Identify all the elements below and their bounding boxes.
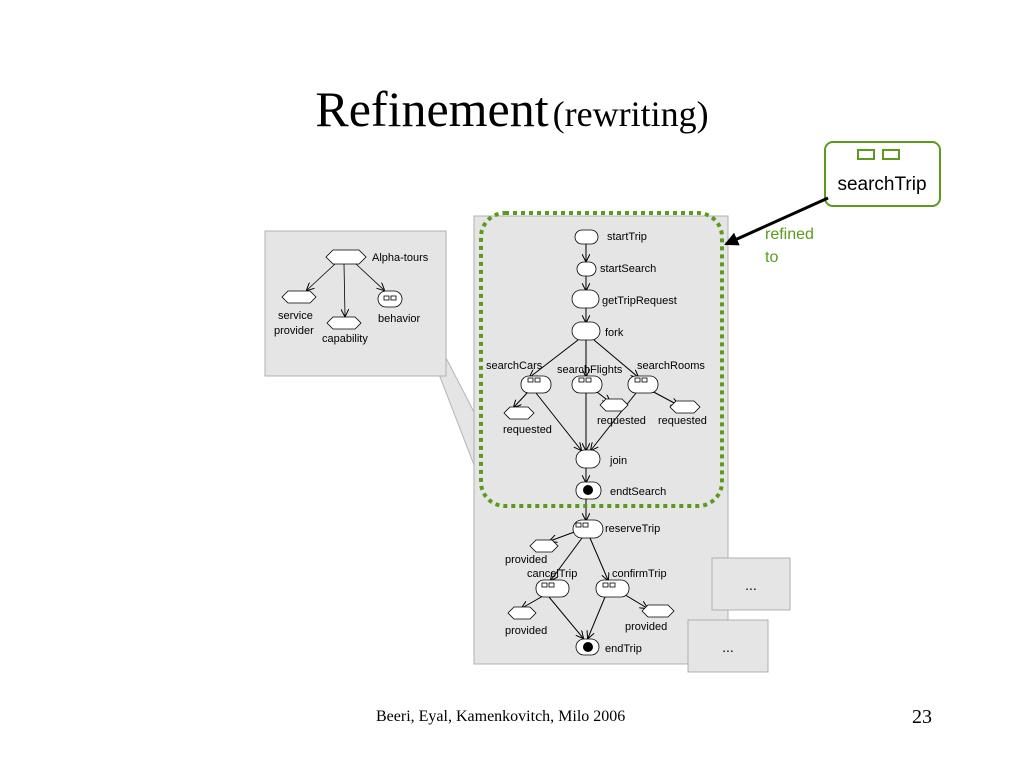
svg-text:endtSearch: endtSearch <box>610 486 666 498</box>
svg-text:confirmTrip: confirmTrip <box>612 568 667 580</box>
requested-rooms-node <box>669 400 701 414</box>
provided-confirm-node <box>641 604 675 618</box>
callout-icon-b <box>882 149 900 160</box>
behavior-icon-b <box>390 295 397 301</box>
svg-text:searchFlights: searchFlights <box>557 364 623 376</box>
svg-text:endTrip: endTrip <box>605 643 642 655</box>
behavior-label: behavior <box>378 313 421 325</box>
svg-text:getTripRequest: getTripRequest <box>602 295 677 307</box>
requested-cars-node <box>503 406 535 420</box>
footer-authors: Beeri, Eyal, Kamenkovitch, Milo 2006 <box>376 708 626 725</box>
edge-root-capability <box>344 263 345 316</box>
service-provider-node <box>281 290 317 304</box>
behavior-icon-a <box>383 295 390 301</box>
svg-text:requested: requested <box>658 415 707 427</box>
title-main: Refinement <box>315 81 549 137</box>
provider-label: provider <box>274 325 314 337</box>
node-search-flights <box>571 375 603 394</box>
svg-text:provided: provided <box>505 554 547 566</box>
node-join <box>575 449 601 469</box>
svg-text:fork: fork <box>605 327 624 339</box>
alpha-tours-label: Alpha-tours <box>372 252 429 264</box>
node-search-rooms <box>627 375 659 394</box>
alpha-tours-node <box>325 249 367 265</box>
ellipsis-boxes: ... ... <box>687 557 791 673</box>
ellipsis-text-1: ... <box>745 577 757 593</box>
capability-label: capability <box>322 333 368 345</box>
node-reserve-trip <box>572 519 604 539</box>
svg-text:reserveTrip: reserveTrip <box>605 523 660 535</box>
svg-text:requested: requested <box>503 424 552 436</box>
main-edges <box>514 244 678 638</box>
title-sub: (rewriting) <box>552 94 709 134</box>
end-trip-dot <box>583 642 593 652</box>
main-labels: startTrip startSearch getTripRequest for… <box>486 231 707 655</box>
svg-text:startTrip: startTrip <box>607 231 647 243</box>
refined-arrow <box>724 196 829 246</box>
main-nodes <box>503 229 701 656</box>
svg-text:searchRooms: searchRooms <box>637 360 705 372</box>
node-search-cars <box>520 375 552 394</box>
requested-flights-node <box>599 398 629 412</box>
node-confirm-trip <box>595 579 630 598</box>
svg-text:requested: requested <box>597 415 646 427</box>
provided-cancel-node <box>507 606 537 620</box>
slide-title: Refinement (rewriting) <box>0 80 1024 138</box>
svg-text:join: join <box>609 455 627 467</box>
service-label: service <box>278 310 313 322</box>
node-fork <box>571 321 601 341</box>
page-number: 23 <box>912 706 932 728</box>
node-cancel-trip <box>535 579 570 598</box>
endt-search-dot <box>583 485 593 495</box>
refined-label: refined <box>765 226 814 243</box>
service-icons <box>527 377 648 588</box>
refinement-region <box>479 211 724 508</box>
ellipsis-text-2: ... <box>722 639 734 655</box>
search-trip-callout: searchTrip <box>824 141 941 207</box>
svg-text:provided: provided <box>625 621 667 633</box>
provided-reserve-node <box>529 539 559 553</box>
svg-text:provided: provided <box>505 625 547 637</box>
node-get-trip-request <box>571 289 600 309</box>
behavior-node <box>377 290 403 308</box>
node-start-search <box>576 261 597 277</box>
callout-label: searchTrip <box>837 174 926 195</box>
to-label: to <box>765 249 778 266</box>
svg-text:startSearch: startSearch <box>600 263 656 275</box>
capability-node <box>326 316 362 330</box>
edge-root-behavior <box>355 263 384 290</box>
svg-text:cancelTrip: cancelTrip <box>527 568 577 580</box>
edge-root-service <box>307 263 336 290</box>
ellipsis-box-2 <box>687 619 769 673</box>
ellipsis-box-1 <box>711 557 791 611</box>
left-panel: Alpha-tours service provider capability … <box>264 230 447 377</box>
svg-text:searchCars: searchCars <box>486 360 543 372</box>
node-start-trip <box>574 229 599 245</box>
callout-icon-a <box>857 149 875 160</box>
